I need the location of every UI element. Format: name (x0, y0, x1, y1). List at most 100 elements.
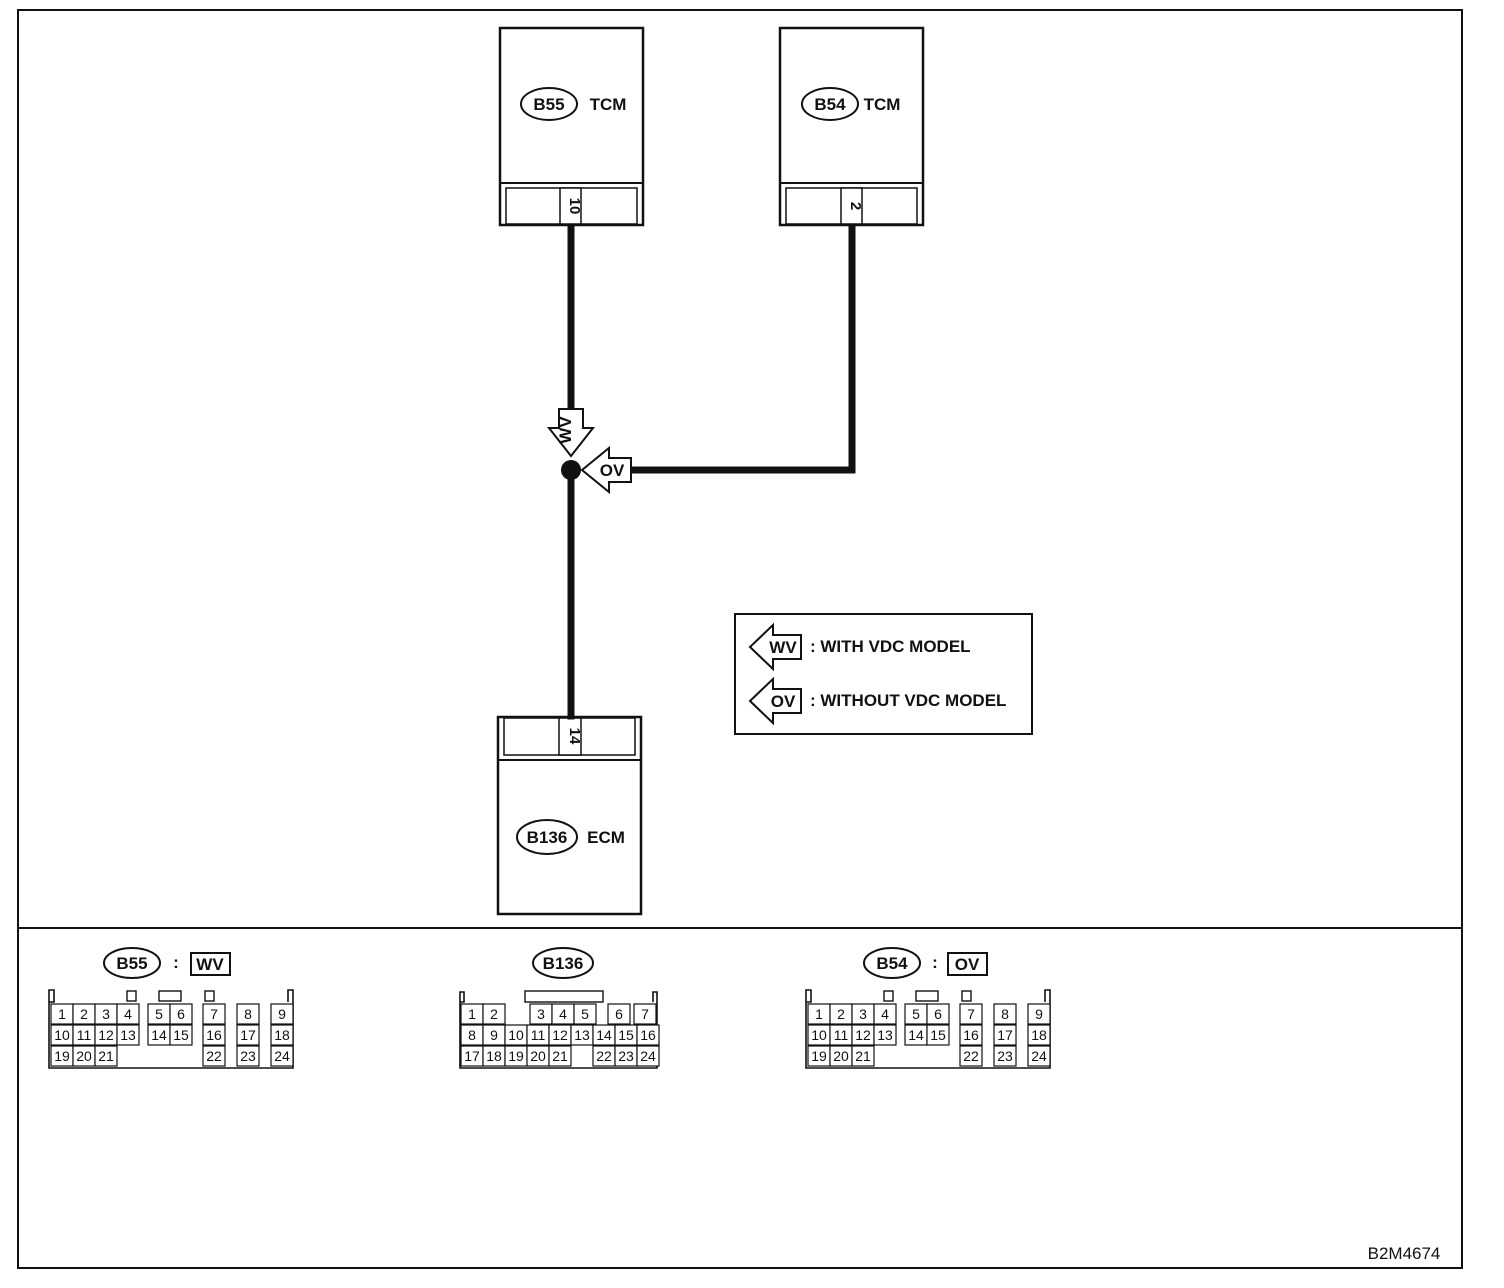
b136-pin-label: 10 (508, 1027, 524, 1043)
b54-pin-label: 3 (859, 1006, 867, 1022)
b136-pin-label: 2 (490, 1006, 498, 1022)
b54-pin-label: 5 (912, 1006, 920, 1022)
b136-pin-label: 5 (581, 1006, 589, 1022)
b55-pin-label: 23 (240, 1048, 256, 1064)
b54-pin-label: 24 (1031, 1048, 1047, 1064)
b55-connector-badge (520, 87, 578, 121)
b55-pin-cell (202, 1003, 226, 1025)
b136-face-outline (459, 991, 658, 1069)
b54-pin-cell (993, 1003, 1017, 1025)
b136-pin-cell (607, 1003, 631, 1025)
b54-pin-cell (873, 1024, 897, 1046)
b55-pin-label: 4 (124, 1006, 132, 1022)
b55-face-outline (48, 989, 294, 1069)
b136-pin-label: 20 (530, 1048, 546, 1064)
legend-wv-text: : WITH VDC MODEL (810, 637, 971, 656)
legend-wv-code: WV (769, 638, 797, 657)
legend-box: WV : WITH VDC MODEL OV : WITHOUT VDC MOD… (734, 613, 1033, 735)
b136-pin-label: 12 (552, 1027, 568, 1043)
b136-pin-label: 21 (552, 1048, 568, 1064)
b54-pin-label: 18 (1031, 1027, 1047, 1043)
tcm-b54-module: B54 TCM 2 (778, 26, 925, 227)
b54-view-id: B54 (876, 954, 908, 973)
b55-pin-label: 1 (58, 1006, 66, 1022)
tcm-b54-name: TCM (864, 95, 901, 114)
b55-view-sep: : (173, 953, 179, 972)
b55-pin-label: 24 (274, 1048, 290, 1064)
b55-pin-label: 13 (120, 1027, 136, 1043)
wv-junction-tag: WV (546, 408, 596, 458)
ecm-b136-name: ECM (587, 828, 625, 847)
b136-connector-badge (516, 819, 578, 855)
b55-pin-cell (202, 1024, 226, 1046)
ov-junction-label: OV (600, 461, 625, 480)
b54-pin-cell (926, 1003, 950, 1025)
tcm-b55-name: TCM (590, 95, 627, 114)
legend-wv-arrow (748, 622, 802, 672)
b55-pin-label: 7 (210, 1006, 218, 1022)
b136-pin-label: 19 (508, 1048, 524, 1064)
b136-pin-cell (573, 1003, 597, 1025)
b54-face-key-tab (883, 990, 894, 1002)
b54-variant: OV (955, 955, 980, 974)
b54-pin-label: 8 (1001, 1006, 1009, 1022)
b136-pin-label: 3 (537, 1006, 545, 1022)
wv-junction-label: WV (556, 416, 575, 444)
b55-pin-label: 15 (173, 1027, 189, 1043)
b54-face-key-tab (961, 990, 972, 1002)
legend-ov-code: OV (771, 692, 796, 711)
b136-pin-label: 14 (596, 1027, 612, 1043)
b54-pin-cell (959, 1003, 983, 1025)
b54-connector-badge (801, 87, 859, 121)
b54-connector-label: B54 (814, 95, 846, 114)
b136-pin-label: 11 (531, 1027, 546, 1043)
b55-pin-cell (116, 1003, 140, 1025)
b55-pin-cell (270, 1045, 294, 1067)
b54-pin-cell (959, 1045, 983, 1067)
b55-pin-cell (270, 1003, 294, 1025)
b54-pin-label: 17 (997, 1027, 1013, 1043)
b55-pin-label: 3 (102, 1006, 110, 1022)
b55-view-id: B55 (116, 954, 147, 973)
b136-pin-cell (548, 1045, 572, 1067)
b54-view-badge (863, 947, 921, 979)
b54-pin-label: 9 (1035, 1006, 1043, 1022)
b55-face-key-tab (158, 990, 182, 1002)
b54-pin-label: 12 (855, 1027, 871, 1043)
b55-face-key-tab (204, 990, 215, 1002)
b55-pin-label: 14 (151, 1027, 167, 1043)
b55-view-badge (103, 947, 161, 979)
b55-pin-label: 12 (98, 1027, 114, 1043)
b136-pin-cell (636, 1045, 660, 1067)
b54-pin-label: 22 (963, 1048, 979, 1064)
b55-pin-label: 6 (177, 1006, 185, 1022)
b136-pin-label: 22 (596, 1048, 612, 1064)
b55-pin-cell (94, 1045, 118, 1067)
b136-pin-label: 9 (490, 1027, 498, 1043)
b54-pin-label: 6 (934, 1006, 942, 1022)
b136-pin-label: 1 (468, 1006, 476, 1022)
b55-pin-label: 16 (206, 1027, 222, 1043)
b136-pin-label: 18 (486, 1048, 502, 1064)
b55-variant: WV (196, 955, 224, 974)
b54-face-outline (805, 989, 1051, 1069)
b55-pin-cell (202, 1045, 226, 1067)
b54-pin-label: 10 (811, 1027, 827, 1043)
legend-ov-text: : WITHOUT VDC MODEL (810, 691, 1006, 710)
b54-pin-label: 23 (997, 1048, 1013, 1064)
b54-pin-label: 1 (815, 1006, 823, 1022)
b54-pin-cell (1027, 1045, 1051, 1067)
wiring (567, 223, 856, 720)
b136-pin-label: 23 (618, 1048, 634, 1064)
b136-pin-label: 4 (559, 1006, 567, 1022)
b54-pin-label: 21 (855, 1048, 871, 1064)
b55-pin-label: 2 (80, 1006, 88, 1022)
b54-view-sep: : (932, 953, 938, 972)
b54-pin-cell (1027, 1003, 1051, 1025)
b55-pin-label: 22 (206, 1048, 222, 1064)
legend-ov-arrow (748, 676, 802, 726)
b55-pin-cell (116, 1024, 140, 1046)
b54-pin-label: 15 (930, 1027, 946, 1043)
b55-pin-number: 10 (566, 198, 583, 215)
